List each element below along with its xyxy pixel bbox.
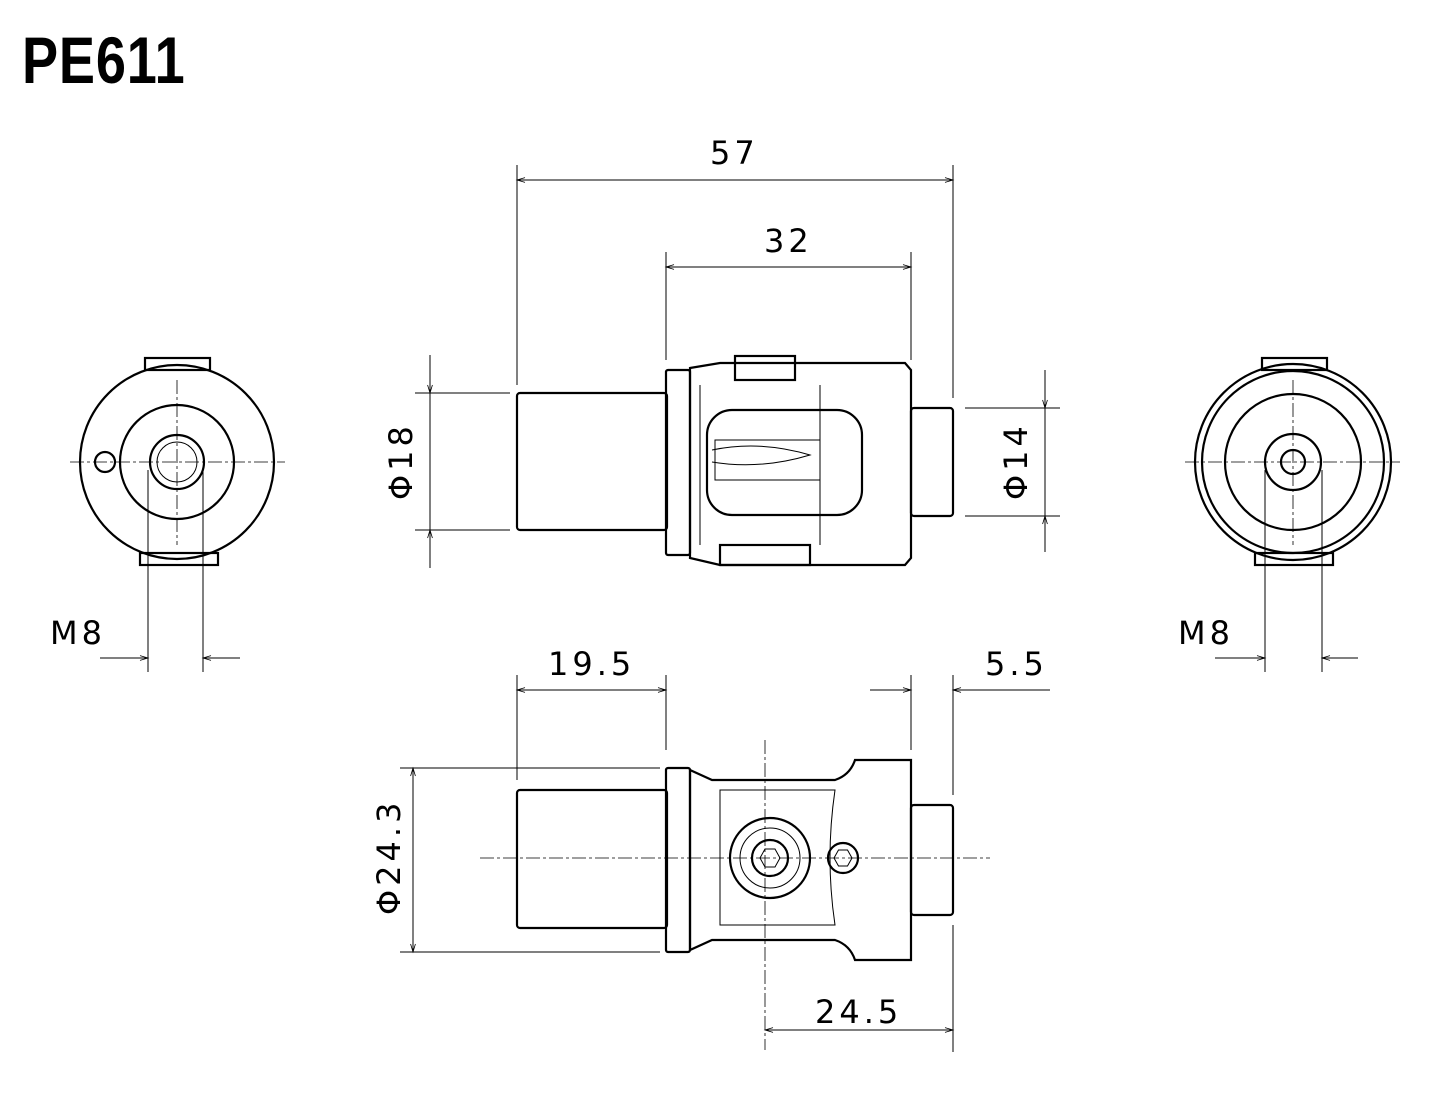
diameter-body-label: Φ24.3: [370, 799, 408, 915]
left-offset-label: 19.5: [548, 645, 635, 683]
part-number-title: PE611: [22, 23, 186, 97]
diameter-right-label: Φ14: [997, 422, 1035, 500]
overall-length-label: 57: [710, 134, 759, 172]
body-length-label: 32: [764, 222, 813, 260]
top-view: 57 32 Φ18 Φ14: [382, 134, 1060, 568]
thread-right-label: M8: [1178, 614, 1234, 652]
diameter-left-label: Φ18: [382, 422, 420, 500]
left-end-view: M8: [50, 356, 285, 672]
right-offset-label: 5.5: [985, 645, 1048, 683]
pivot-offset-label: 24.5: [815, 993, 902, 1031]
right-end-view: M8: [1178, 356, 1400, 672]
thread-left-label: M8: [50, 614, 106, 652]
side-view: 19.5 5.5 Φ24.3 24.5: [370, 645, 1050, 1052]
